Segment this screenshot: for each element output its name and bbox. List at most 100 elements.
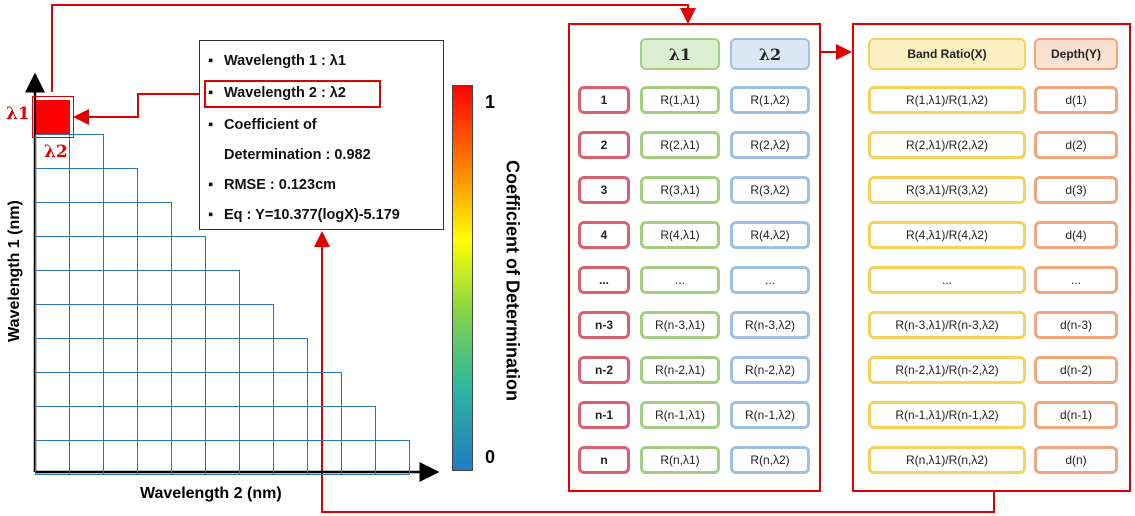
row-index: n-2 <box>578 356 630 384</box>
info-equation: ▪Eq : Y=10.377(logX)-5.179 <box>208 207 400 223</box>
depth-value: d(1) <box>1034 86 1118 114</box>
depth-value: ... <box>1034 266 1118 294</box>
grid-cell <box>69 406 104 441</box>
reflectance-lambda1: R(3,λ1) <box>640 176 720 204</box>
reflectance-lambda2: R(n-1,λ2) <box>730 401 810 429</box>
reflectance-lambda1: R(1,λ1) <box>640 86 720 114</box>
grid-cell <box>307 372 342 407</box>
row-index: 3 <box>578 176 630 204</box>
arrow-info-to-pixel <box>73 93 205 125</box>
grid-cell <box>35 304 70 339</box>
grid-cell <box>103 168 138 203</box>
grid-cell <box>69 236 104 271</box>
reflectance-lambda2: R(3,λ2) <box>730 176 810 204</box>
grid-cell <box>239 338 274 373</box>
colorbar-max-label: 1 <box>485 92 496 112</box>
grid-cell <box>35 406 70 441</box>
depth-value: d(n-3) <box>1034 311 1118 339</box>
grid-cell <box>35 202 70 237</box>
band-ratio-value: R(3,λ1)/R(3,λ2) <box>868 176 1026 204</box>
row-index: ... <box>578 266 630 294</box>
grid-cell <box>239 372 274 407</box>
grid-cell <box>273 372 308 407</box>
grid-cell <box>103 202 138 237</box>
grid-cell <box>103 440 138 475</box>
reflectance-lambda2: R(n,λ2) <box>730 446 810 474</box>
grid-cell <box>171 304 206 339</box>
reflectance-lambda1: ... <box>640 266 720 294</box>
colorbar-min-label: 0 <box>485 447 496 467</box>
grid-cell <box>375 440 410 475</box>
x-axis-label: Wavelength 2 (nm) <box>140 485 282 502</box>
band-ratio-value: R(n-3,λ1)/R(n-3,λ2) <box>868 311 1026 339</box>
grid-cell <box>205 406 240 441</box>
info-highlight-frame <box>204 80 381 108</box>
grid-cell <box>205 270 240 305</box>
grid-cell <box>103 304 138 339</box>
grid-cell <box>103 236 138 271</box>
reflectance-lambda1: R(n,λ1) <box>640 446 720 474</box>
band-ratio-value: R(2,λ1)/R(2,λ2) <box>868 131 1026 159</box>
selected-pixel-frame <box>32 96 74 138</box>
colorbar-title: Coefficient of Determination <box>502 159 523 401</box>
header-lambda2: λ2 <box>730 38 810 70</box>
depth-value: d(n-1) <box>1034 401 1118 429</box>
grid-cell <box>137 372 172 407</box>
grid-cell <box>341 440 376 475</box>
arrow-ratio-to-info <box>314 231 995 513</box>
grid-cell <box>69 372 104 407</box>
lambda2-marker: λ2 <box>44 142 68 162</box>
header-depth: Depth(Y) <box>1034 38 1118 70</box>
grid-cell <box>35 168 70 203</box>
reflectance-lambda1: R(n-3,λ1) <box>640 311 720 339</box>
grid-cell <box>205 440 240 475</box>
grid-cell <box>69 304 104 339</box>
grid-cell <box>171 440 206 475</box>
grid-cell <box>307 406 342 441</box>
reflectance-lambda1: R(4,λ1) <box>640 221 720 249</box>
band-ratio-value: R(4,λ1)/R(4,λ2) <box>868 221 1026 249</box>
grid-cell <box>239 440 274 475</box>
header-lambda1: λ1 <box>640 38 720 70</box>
band-ratio-value: R(n-1,λ1)/R(n-1,λ2) <box>868 401 1026 429</box>
grid-cell <box>273 338 308 373</box>
grid-cell <box>137 406 172 441</box>
grid-cell <box>103 372 138 407</box>
reflectance-lambda2: ... <box>730 266 810 294</box>
grid-cell <box>103 338 138 373</box>
grid-cell <box>137 270 172 305</box>
row-index: 4 <box>578 221 630 249</box>
info-determination: Determination : 0.982 <box>224 147 371 163</box>
grid-cell <box>273 440 308 475</box>
reflectance-lambda1: R(n-1,λ1) <box>640 401 720 429</box>
band-ratio-value: ... <box>868 266 1026 294</box>
grid-cell <box>137 236 172 271</box>
grid-cell <box>137 440 172 475</box>
row-index: 2 <box>578 131 630 159</box>
grid-cell <box>205 338 240 373</box>
band-ratio-value: R(n,λ1)/R(n,λ2) <box>868 446 1026 474</box>
depth-value: d(n-2) <box>1034 356 1118 384</box>
depth-value: d(2) <box>1034 131 1118 159</box>
grid-cell <box>239 406 274 441</box>
grid-cell <box>103 270 138 305</box>
reflectance-lambda2: R(n-2,λ2) <box>730 356 810 384</box>
grid-cell <box>69 168 104 203</box>
reflectance-lambda2: R(2,λ2) <box>730 131 810 159</box>
band-ratio-value: R(1,λ1)/R(1,λ2) <box>868 86 1026 114</box>
depth-value: d(4) <box>1034 221 1118 249</box>
grid-cell <box>341 406 376 441</box>
grid-cell <box>171 338 206 373</box>
info-wavelength2: ▪Wavelength 2 : λ2 <box>208 85 346 101</box>
info-wavelength1: ▪Wavelength 1 : λ1 <box>208 53 346 69</box>
grid-cell <box>171 372 206 407</box>
grid-cell <box>205 372 240 407</box>
grid-cell <box>171 270 206 305</box>
grid-cell <box>35 440 70 475</box>
grid-cell <box>35 236 70 271</box>
reflectance-lambda2: R(n-3,λ2) <box>730 311 810 339</box>
grid-cell <box>137 338 172 373</box>
depth-value: d(3) <box>1034 176 1118 204</box>
grid-cell <box>69 202 104 237</box>
grid-cell <box>307 440 342 475</box>
